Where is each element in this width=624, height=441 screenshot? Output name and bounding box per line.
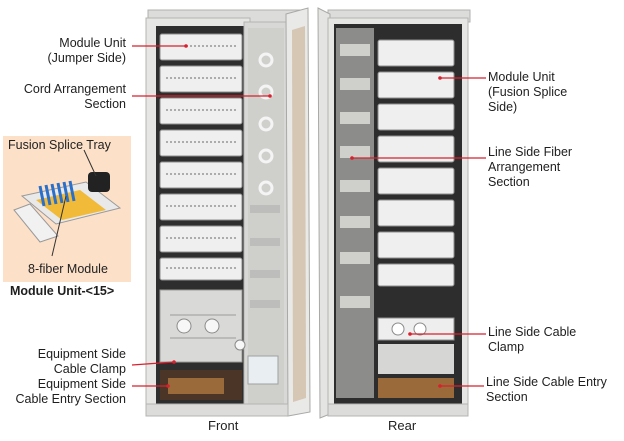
label-line-side-cable-entry: Line Side Cable Entry Section bbox=[486, 375, 607, 404]
label-module-unit-jumper: Module Unit (Jumper Side) bbox=[47, 36, 127, 65]
label-line-side-cable-clamp: Line Side Cable Clamp bbox=[488, 325, 577, 354]
label-eight-fiber-module: 8-fiber Module bbox=[28, 262, 108, 276]
leader-lines bbox=[131, 45, 486, 387]
label-cord-arrangement: Cord Arrangement Section bbox=[23, 82, 126, 111]
label-fusion-splice-tray: Fusion Splice Tray bbox=[8, 138, 111, 152]
caption-front: Front bbox=[208, 418, 239, 433]
rear-module-stack bbox=[377, 39, 455, 287]
front-module-stack bbox=[159, 33, 243, 281]
front-cabinet bbox=[145, 7, 311, 417]
caption-rear: Rear bbox=[388, 418, 417, 433]
label-line-side-fiber-arrangement: Line Side Fiber Arrangement Section bbox=[488, 145, 573, 189]
cord-ring-group bbox=[258, 52, 274, 196]
label-equipment-side-cable-clamp: Equipment Side Cable Clamp bbox=[37, 347, 126, 376]
label-module-unit-fusion: Module Unit (Fusion Splice Side) bbox=[488, 70, 568, 114]
label-equipment-side-cable-entry: Equipment Side Cable Entry Section bbox=[15, 377, 126, 406]
splice-tray-illustration bbox=[13, 172, 122, 243]
label-module-unit-15: Module Unit-<15> bbox=[10, 284, 115, 298]
rear-cabinet bbox=[317, 7, 471, 419]
